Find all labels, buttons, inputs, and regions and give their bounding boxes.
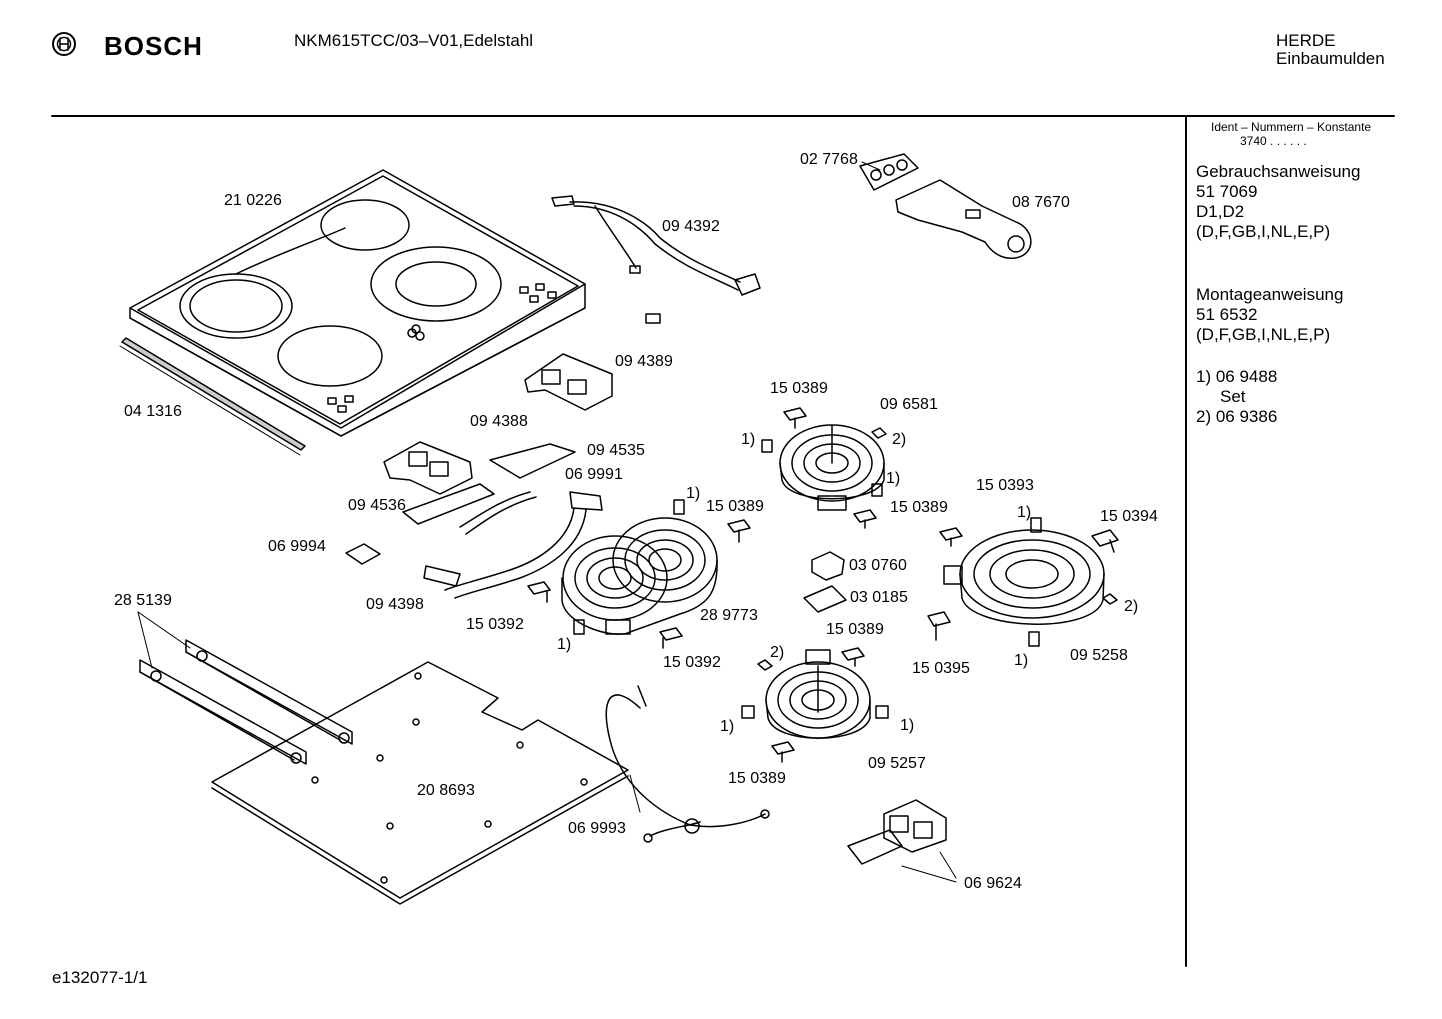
part-label: 1) (720, 718, 735, 735)
ident-value: 3740 . . . . . . (1240, 134, 1307, 148)
part-label: 15 0389 (728, 770, 786, 787)
part-label: 03 0760 (849, 557, 907, 574)
category-line-1: HERDE (1276, 31, 1336, 50)
part-label: 15 0392 (663, 654, 721, 671)
part-label: 1) (557, 636, 572, 653)
part-label: 15 0389 (706, 498, 764, 515)
part-label: 2) (770, 644, 785, 661)
brand-name: BOSCH (104, 31, 203, 61)
sensor-wire-drawing (605, 685, 770, 843)
part-label: 15 0393 (976, 477, 1034, 494)
part-label: 06 9624 (964, 875, 1022, 892)
bottom-plate-drawing (211, 661, 629, 905)
manual-languages: (D,F,GB,I,NL,E,P) (1196, 325, 1331, 344)
part-label: 06 9991 (565, 466, 623, 483)
part-label: 15 0389 (890, 499, 948, 516)
ident-title: Ident – Nummern – Konstante (1211, 120, 1372, 134)
part-label: 1) (900, 717, 915, 734)
part-label: 09 4535 (587, 442, 645, 459)
heating-element-09-5258-drawing (943, 529, 1105, 625)
part-label: 15 0392 (466, 616, 524, 633)
part-label: 09 4392 (662, 218, 720, 235)
part-label: 15 0389 (826, 621, 884, 638)
part-label: 1) (686, 485, 701, 502)
dual-heating-element-drawing (561, 517, 718, 635)
model-number: NKM615TCC/03–V01,Edelstahl (294, 31, 534, 50)
part-label: 15 0395 (912, 660, 970, 677)
part-label: 08 7670 (1012, 194, 1070, 211)
part-label: 06 9993 (568, 820, 626, 837)
terminal-block-drawing (847, 799, 957, 883)
panel-and-key-drawing (859, 153, 1032, 259)
part-label: 15 0389 (770, 380, 828, 397)
part-label: 1) (741, 431, 756, 448)
part-label: 2) (892, 431, 907, 448)
cable-harness-drawing (551, 195, 761, 324)
category-line-2: Einbaumulden (1276, 49, 1385, 68)
part-label: 1) (886, 470, 901, 487)
manual-number: 51 7069 (1196, 182, 1258, 201)
cooktop-glass-drawing (129, 169, 586, 437)
manual-title: Gebrauchsanweisung (1196, 162, 1361, 181)
part-label: 15 0394 (1100, 508, 1158, 525)
heating-element-09-5257-drawing (765, 649, 871, 739)
manual-languages: (D,F,GB,I,NL,E,P) (1196, 222, 1331, 241)
control-boards-drawing (345, 353, 613, 565)
heating-element-09-6581-drawing (779, 424, 885, 511)
part-label: 03 0185 (850, 589, 908, 606)
part-label: 1) (1014, 652, 1029, 669)
manual-block-installation: Montageanweisung 51 6532 (D,F,GB,I,NL,E,… (1196, 285, 1343, 345)
part-label: 02 7768 (800, 151, 858, 168)
part-label: 09 4388 (470, 413, 528, 430)
manual-variant: D1,D2 (1196, 202, 1245, 221)
brackets-drawing (137, 611, 353, 765)
document-id: e132077-1/1 (52, 968, 148, 987)
manual-title: Montageanweisung (1196, 285, 1344, 304)
part-label: 09 5257 (868, 755, 926, 772)
footnote-1: 1) 06 9488 (1196, 367, 1278, 386)
ribbon-cable-drawing (423, 491, 603, 599)
manual-block-usage: Gebrauchsanweisung 51 7069 D1,D2 (D,F,GB… (1196, 162, 1360, 242)
bosch-logo-icon (52, 32, 76, 56)
part-label: 09 6581 (880, 396, 938, 413)
part-label: 09 4536 (348, 497, 406, 514)
part-label: 09 4389 (615, 353, 673, 370)
seal-strip-drawing (121, 337, 306, 451)
part-label: 28 5139 (114, 592, 172, 609)
clips-and-connectors-drawing (527, 407, 1119, 763)
part-label: 09 5258 (1070, 647, 1128, 664)
footnote-set: Set (1220, 387, 1246, 406)
part-label: 21 0226 (224, 192, 282, 209)
part-label: 1) (1017, 504, 1032, 521)
footnote-block: 1) 06 9488 Set 2) 06 9386 (1196, 367, 1277, 427)
part-label: 09 4398 (366, 596, 424, 613)
footnote-2: 2) 06 9386 (1196, 407, 1278, 426)
part-label: 04 1316 (124, 403, 182, 420)
part-label: 2) (1124, 598, 1139, 615)
part-label: 28 9773 (700, 607, 758, 624)
part-label: 06 9994 (268, 538, 326, 555)
manual-number: 51 6532 (1196, 305, 1258, 324)
part-label: 20 8693 (417, 782, 475, 799)
